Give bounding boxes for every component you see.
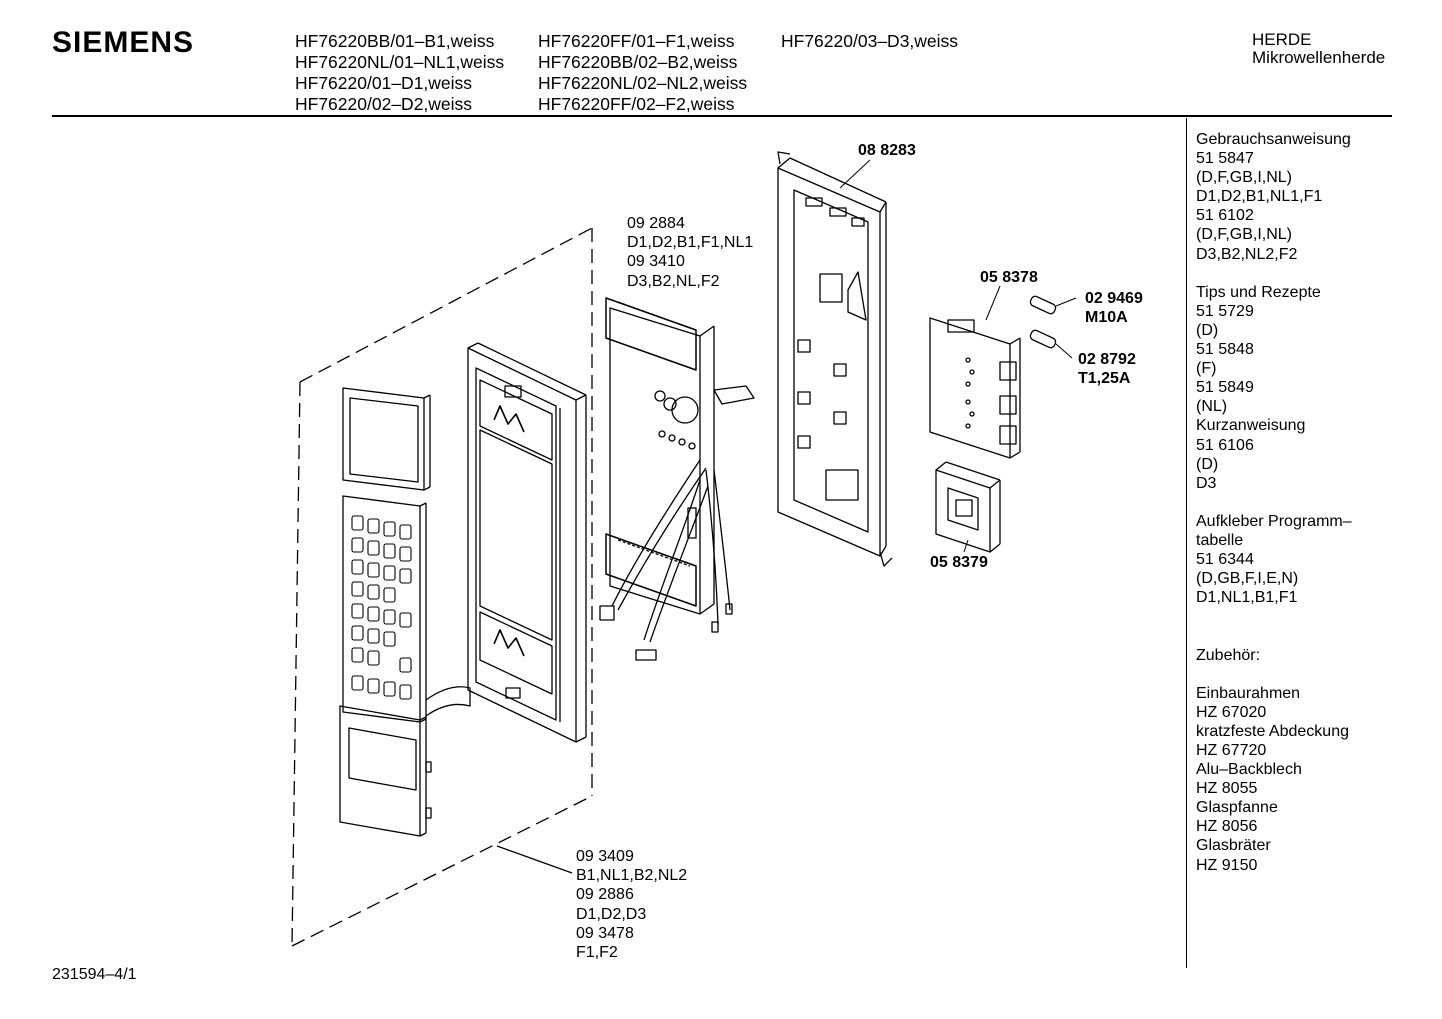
keypad-membrane	[342, 495, 471, 723]
category-line: HERDE	[1252, 30, 1312, 49]
sidebar-line: HZ 8055	[1196, 780, 1258, 798]
part-number: 09 3410	[627, 253, 685, 271]
sidebar-line: 51 6106	[1196, 436, 1254, 454]
sidebar-line: Aufkleber Programm–	[1196, 512, 1352, 530]
model-item: HF76220FF/01–F1,weiss	[538, 31, 735, 51]
part-rating: M10A	[1085, 309, 1128, 326]
callout-frame: 08 8283	[858, 142, 916, 159]
model-item: HF76220/03–D3,weiss	[781, 31, 959, 51]
model-list-2: HF76220FF/01–F1,weiss HF76220BB/02–B2,we…	[538, 31, 747, 115]
sidebar-line: D3,B2,NL2,F2	[1196, 245, 1298, 263]
model-item: HF76220/02–D2,weiss	[295, 94, 473, 114]
sidebar-line: Tips und Rezepte	[1196, 283, 1321, 301]
sidebar-notes: Gebrauchsanweisung 51 5847 (D,F,GB,I,NL)…	[1196, 130, 1352, 875]
part-number: 09 2886	[576, 886, 634, 904]
part-variant: F1,F2	[576, 944, 618, 962]
sidebar-line: D1,D2,B1,NL1,F1	[1196, 188, 1323, 206]
part-number: 09 3478	[576, 924, 634, 942]
sidebar-line: 51 5849	[1196, 379, 1254, 397]
sidebar-line: 51 5848	[1196, 341, 1254, 359]
sidebar-line: 51 5729	[1196, 302, 1254, 320]
part-variant: D1,D2,D3	[576, 905, 647, 923]
model-item: HF76220BB/02–B2,weiss	[538, 52, 738, 72]
part-number: 09 3409	[576, 848, 634, 865]
model-item: HF76220NL/01–NL1,weiss	[295, 52, 505, 72]
sidebar-line: (F)	[1196, 360, 1217, 378]
display-window	[342, 387, 431, 491]
sidebar-divider	[1186, 118, 1187, 968]
part-variant: D3,B2,NL,F2	[627, 272, 720, 290]
part-rating: T1,25A	[1078, 370, 1131, 387]
sidebar-line: HZ 9150	[1196, 856, 1258, 874]
sidebar-line: (D,F,GB,I,NL)	[1196, 169, 1293, 187]
model-item: HF76220/01–D1,weiss	[295, 73, 473, 93]
model-list-3: HF76220/03–D3,weiss	[781, 31, 958, 52]
sidebar-line: 51 6102	[1196, 207, 1254, 225]
callout-front-panel: 09 3409 B1,NL1,B2,NL2 09 2886 D1,D2,D3 0…	[576, 847, 687, 962]
callout-transformer: 05 8379	[930, 554, 988, 571]
part-variant: B1,NL1,B2,NL2	[576, 867, 688, 885]
power-circuit-board	[929, 317, 1021, 459]
sidebar-line: Zubehör:	[1196, 646, 1261, 664]
sidebar-line: kratzfeste Abdeckung	[1196, 722, 1349, 740]
sidebar-line: (D,GB,F,I,E,N)	[1196, 570, 1299, 588]
callout-control-board: 09 2884 D1,D2,B1,F1,NL1 09 3410 D3,B2,NL…	[627, 214, 753, 291]
sidebar-line: Glaspfanne	[1196, 799, 1278, 817]
front-panel-frame	[467, 342, 587, 743]
sidebar-line: Gebrauchsanweisung	[1196, 131, 1351, 148]
chassis-frame	[777, 151, 893, 567]
sidebar-line: D1,NL1,B1,F1	[1196, 589, 1298, 607]
sidebar-line: Glasbräter	[1196, 837, 1271, 855]
model-item: HF76220NL/02–NL2,weiss	[538, 73, 748, 93]
sidebar-line: Einbaurahmen	[1196, 684, 1301, 702]
model-list-1: HF76220BB/01–B1,weiss HF76220NL/01–NL1,w…	[295, 31, 504, 115]
callout-fuse-2: 02 8792 T1,25A	[1078, 350, 1136, 388]
leader-lines	[839, 159, 1077, 553]
fuse-m10a	[1029, 295, 1057, 315]
sidebar-line: HZ 67020	[1196, 703, 1267, 721]
brand-logo: SIEMENS	[52, 26, 195, 59]
sidebar-line: Alu–Backblech	[1196, 761, 1302, 779]
sidebar-line: (D,F,GB,I,NL)	[1196, 226, 1293, 244]
program-label-card	[339, 705, 432, 837]
sidebar-line: HZ 8056	[1196, 818, 1258, 836]
document-id: 231594–4/1	[52, 966, 137, 983]
sidebar-line: Kurzanweisung	[1196, 417, 1306, 435]
part-number: 09 2884	[627, 215, 685, 232]
model-item: HF76220BB/01–B1,weiss	[295, 31, 495, 51]
part-variant: D1,D2,B1,F1,NL1	[627, 234, 754, 252]
part-number: 02 9469	[1085, 290, 1143, 307]
part-number: 02 8792	[1078, 351, 1136, 368]
category-label: HERDE Mikrowellenherde	[1252, 31, 1385, 67]
category-line: Mikrowellenherde	[1252, 48, 1386, 67]
sidebar-line: (D)	[1196, 455, 1219, 473]
front-panel-outline	[291, 227, 593, 947]
fuse-t125a	[1029, 329, 1057, 349]
sidebar-line: HZ 67720	[1196, 742, 1267, 759]
control-circuit-board	[599, 297, 755, 661]
sidebar-line: 51 6344	[1196, 551, 1254, 569]
header-divider	[52, 115, 1392, 117]
callout-fuse-1: 02 9469 M10A	[1085, 289, 1143, 327]
sidebar-line: 51 5847	[1196, 150, 1254, 168]
callout-power-board: 05 8378	[980, 269, 1038, 286]
sidebar-line: (NL)	[1196, 398, 1228, 416]
transformer	[935, 461, 1001, 553]
model-item: HF76220FF/02–F2,weiss	[538, 94, 735, 114]
sidebar-line: D3	[1196, 474, 1217, 492]
sidebar-line: (D)	[1196, 321, 1219, 339]
sidebar-line: tabelle	[1196, 531, 1244, 549]
